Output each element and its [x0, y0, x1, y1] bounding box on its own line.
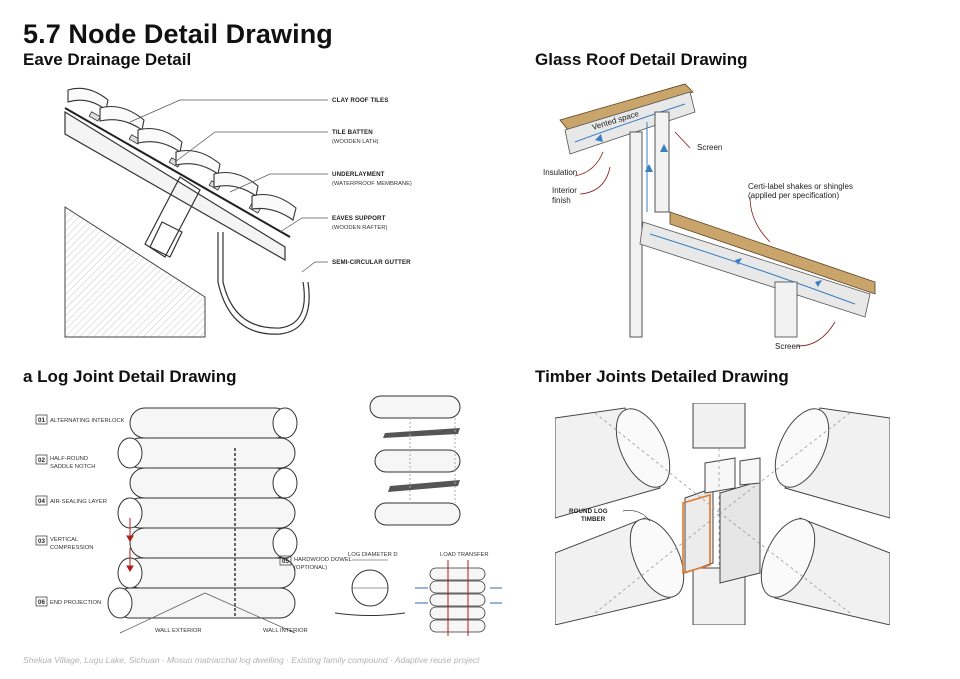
label-tile-batten: TILE BATTEN	[332, 129, 373, 136]
label-underlayment-sub: (WATERPROOF MEMBRANE)	[332, 181, 412, 187]
label-n04: 04	[38, 498, 46, 505]
label-wall-interior: WALL INTERIOR	[263, 628, 308, 634]
label-compression: COMPRESSION	[50, 545, 93, 551]
log-joint-drawing: 01 ALTERNATING INTERLOCK 02 HALF-ROUND S…	[35, 395, 502, 636]
label-interior-1: Interior	[552, 186, 577, 195]
label-n03: 03	[38, 538, 46, 545]
label-log-diameter: LOG DIAMETER D	[348, 552, 398, 558]
label-n05: 05	[282, 558, 290, 565]
label-vertical: VERTICAL	[50, 537, 79, 543]
label-end-projection: END PROJECTION	[50, 600, 101, 606]
label-half-round: HALF-ROUND	[50, 456, 88, 462]
label-eaves-support-sub: (WOODEN RAFTER)	[332, 225, 387, 231]
label-air-sealing-layer: AIR-SEALING LAYER	[50, 499, 107, 505]
timber-joints-drawing: ROUND LOG TIMBER	[555, 403, 890, 625]
label-insulation: Insulation	[543, 168, 577, 177]
label-interior-2: finish	[552, 196, 571, 205]
label-semi-circular-gutter: SEMI-CIRCULAR GUTTER	[332, 259, 411, 266]
glass-section-title: Glass Roof Detail Drawing	[535, 50, 748, 69]
label-n02: 02	[38, 457, 46, 464]
label-round-log: ROUND LOG	[569, 508, 608, 515]
label-timber: TIMBER	[581, 516, 606, 523]
label-tile-batten-sub: (WOODEN LATH)	[332, 139, 379, 145]
eave-section-title: Eave Drainage Detail	[23, 50, 192, 69]
page-title: 5.7 Node Detail Drawing	[23, 19, 333, 49]
label-wall-exterior: WALL EXTERIOR	[155, 628, 202, 634]
label-shakes-1: Certi-label shakes or shingles	[748, 182, 853, 191]
label-hardwood-dowel: HARDWOOD DOWEL	[294, 557, 353, 563]
footer-caption: Shekua Village, Lugu Lake, Sichuan · Mos…	[23, 655, 480, 665]
label-saddle-notch: SADDLE NOTCH	[50, 464, 95, 470]
label-screen-top: Screen	[697, 143, 722, 152]
label-load-transfer: LOAD TRANSFER	[440, 552, 489, 558]
label-screen-bottom: Screen	[775, 342, 800, 351]
label-clay-roof-tiles: CLAY ROOF TILES	[332, 97, 389, 104]
label-underlayment: UNDERLAYMENT	[332, 171, 385, 178]
label-optional: (OPTIONAL)	[294, 565, 327, 571]
label-eaves-support: EAVES SUPPORT	[332, 215, 386, 222]
glass-roof-drawing: Vented space Screen Insulation Interior …	[543, 83, 876, 351]
log-section-title: a Log Joint Detail Drawing	[23, 367, 237, 386]
label-alternating-interlock: ALTERNATING INTERLOCK	[50, 418, 125, 424]
label-n06: 06	[38, 599, 46, 606]
label-shakes-2: (applied per specification)	[748, 191, 839, 200]
label-n01: 01	[38, 417, 46, 424]
timber-section-title: Timber Joints Detailed Drawing	[535, 367, 789, 386]
eave-drainage-drawing: CLAY ROOF TILES TILE BATTEN (WOODEN LATH…	[64, 87, 412, 338]
